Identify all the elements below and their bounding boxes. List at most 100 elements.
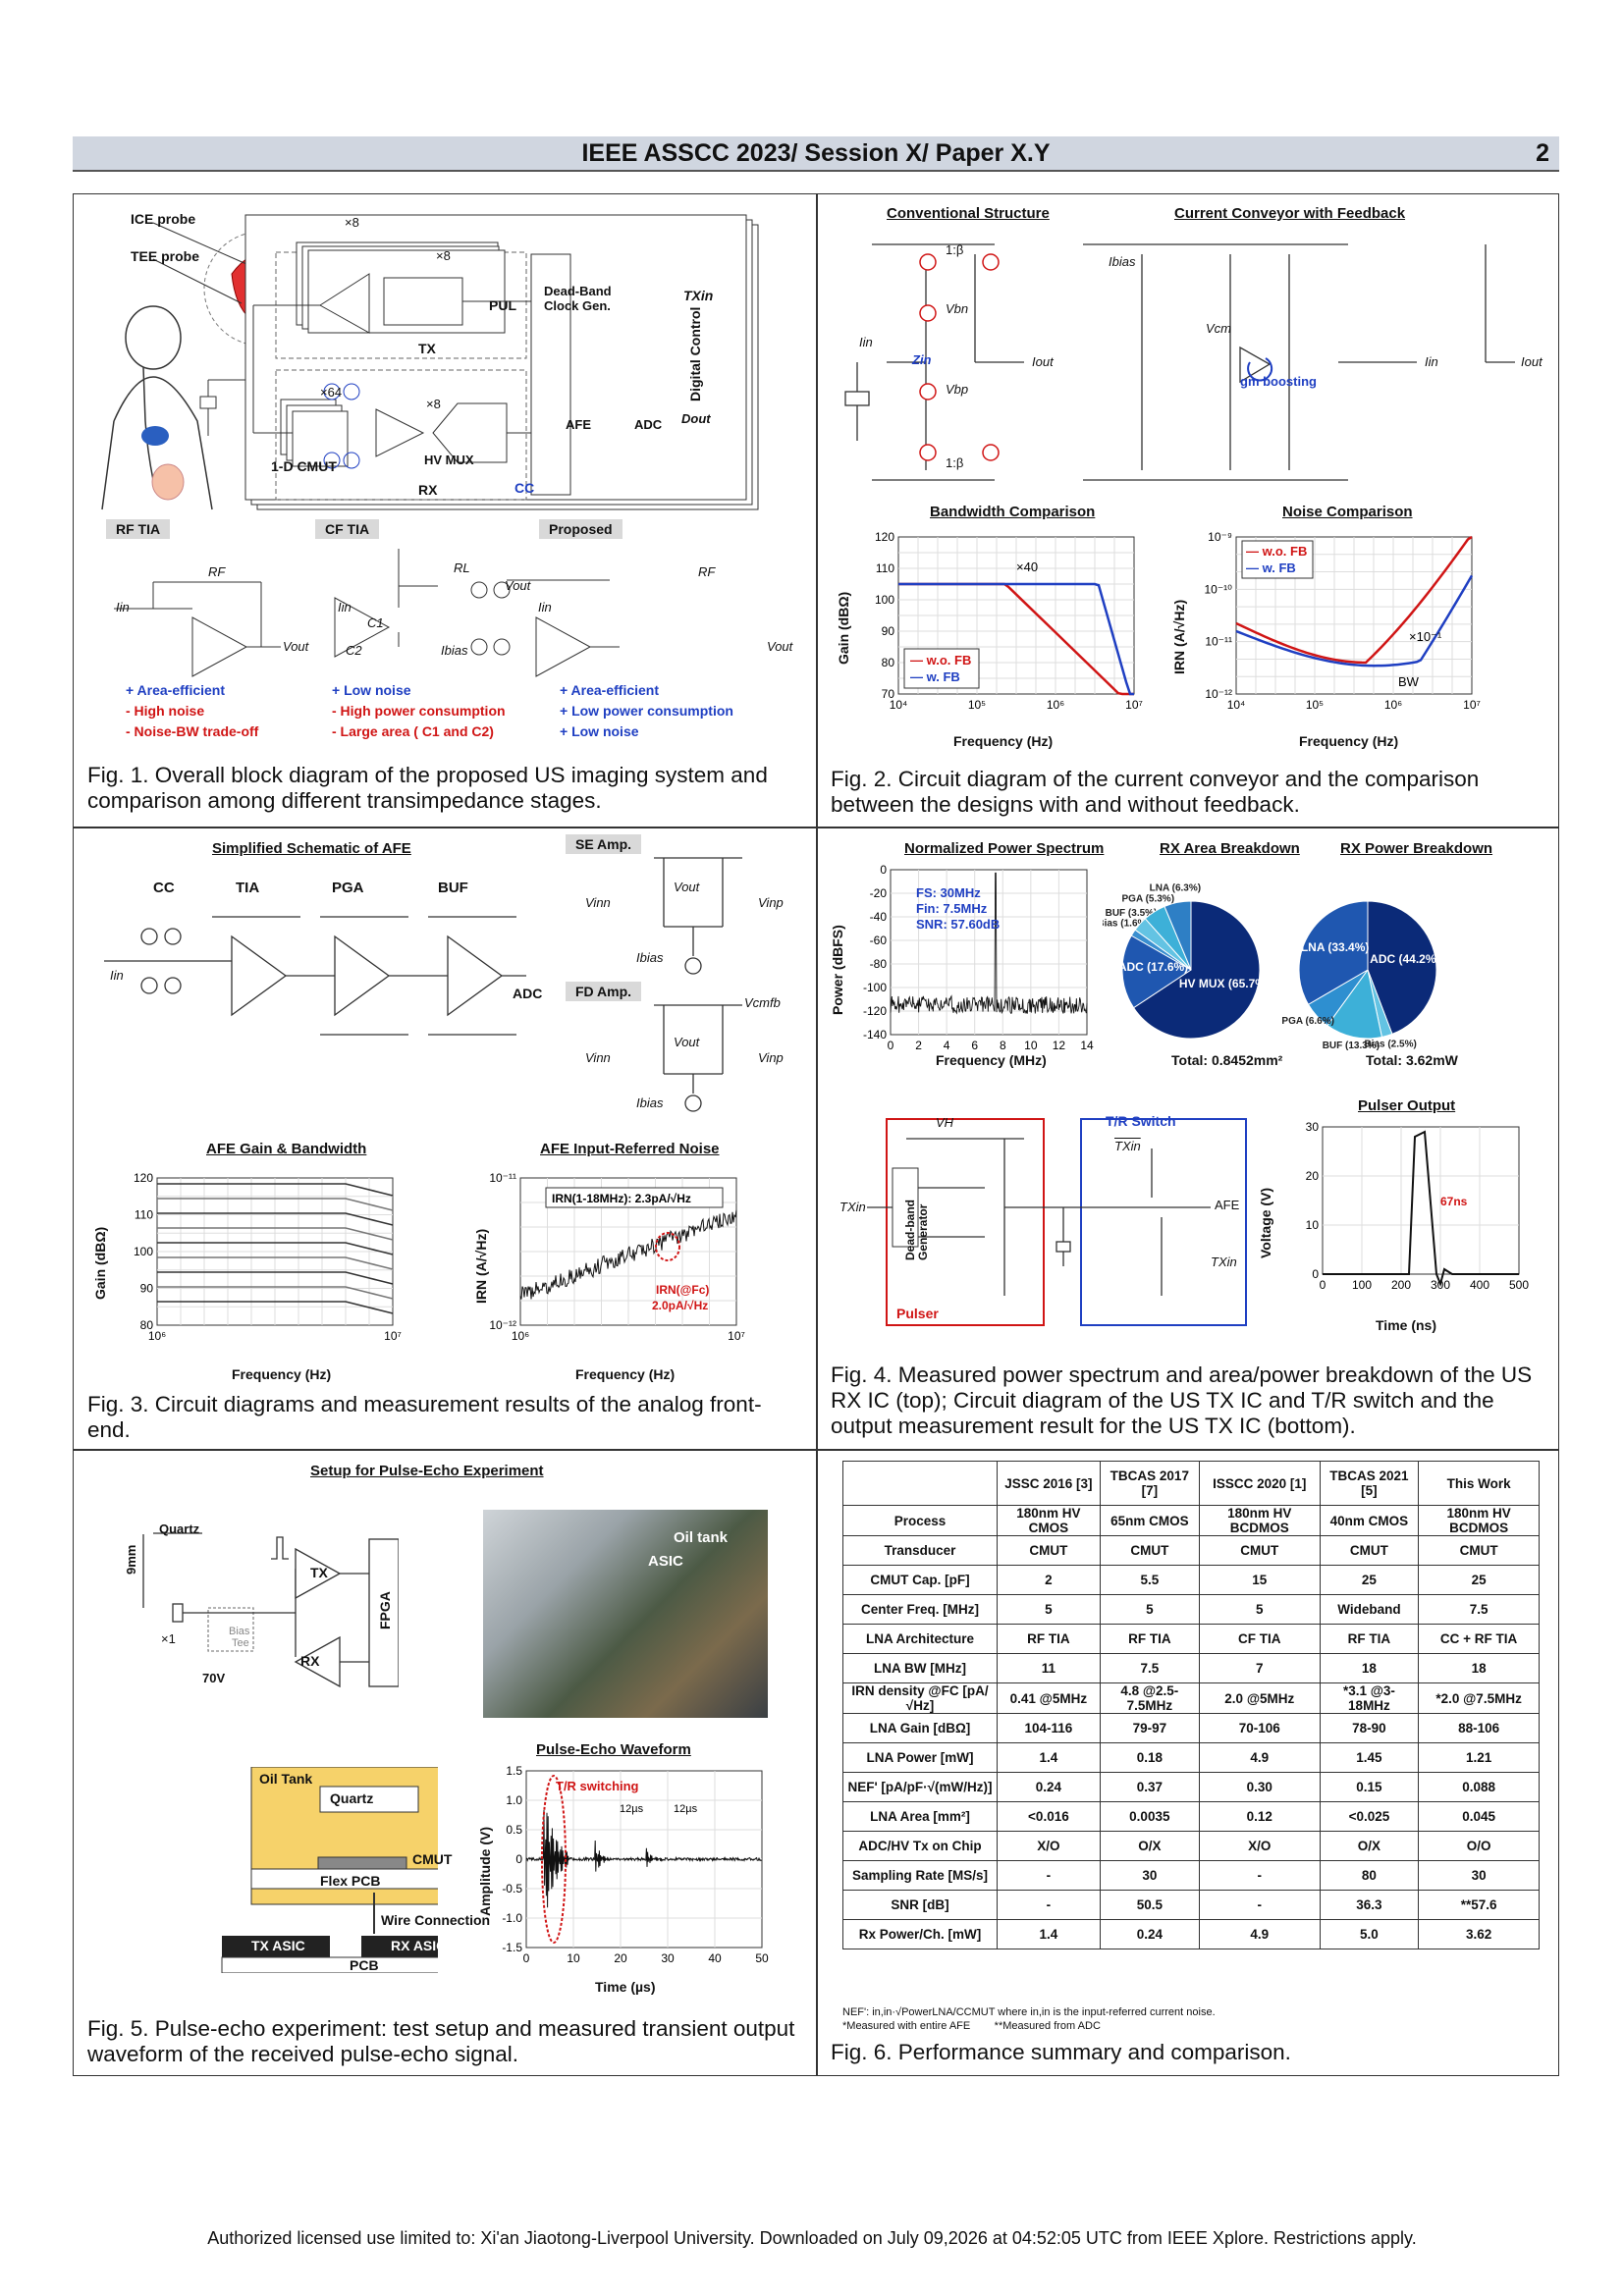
iout-label-2: Iout [1521,354,1543,369]
table-row: TransducerCMUTCMUTCMUTCMUTCMUT [843,1536,1540,1566]
table-cell: 2.0 @5MHz [1199,1683,1320,1714]
table-cell: 0.30 [1199,1773,1320,1802]
spec-ytick: -80 [870,957,888,971]
table-cell: Wideband [1320,1595,1419,1625]
area-title: RX Area Breakdown [1160,840,1300,857]
area-pie: HV MUX (65.7%)ADC (17.6%)Bias (1.6%)BUF … [1103,862,1279,1058]
gain-xtick: 10⁷ [384,1329,402,1343]
bw-xtick: 10⁷ [1125,698,1143,712]
afe-irn-chart: 10⁻¹¹10⁻¹²10⁶10⁷IRN(1-18MHz): 2.3pA/√HzI… [477,1162,762,1359]
adc-label: ADC [634,417,662,432]
afe-out-label: AFE [1215,1198,1239,1212]
table-cell: 4.9 [1199,1920,1320,1949]
fig3-caption: Fig. 3. Circuit diagrams and measurement… [87,1392,804,1443]
bw-xtick: 10⁴ [890,698,908,712]
cf-note-3: - Large area ( C1 and C2) [332,721,506,742]
irn-xtick: 10⁶ [512,1329,529,1343]
table-cell: 25 [1419,1566,1540,1595]
tx-label: TX [418,341,436,356]
table-cell: 1.4 [998,1920,1101,1949]
rx-label-5: RX [300,1653,319,1669]
irn-xlabel: Frequency (Hz) [575,1366,675,1382]
table-row-label: SNR [dB] [843,1891,998,1920]
proposed-tag: Proposed [539,519,623,539]
block-buf: BUF [438,880,468,896]
rf-note-1: + Area-efficient [126,680,258,701]
table-cell: 80 [1320,1861,1419,1891]
noise-annotation: ×10⁻¹ [1409,629,1442,644]
table-cell: 30 [1419,1861,1540,1891]
table-cell: 1.45 [1320,1743,1419,1773]
spec-ytick: -20 [870,886,888,900]
hvmux-label: HV MUX [424,453,474,467]
table-row: ADC/HV Tx on ChipX/OO/XX/OO/XO/O [843,1832,1540,1861]
table-cell: 0.37 [1100,1773,1199,1802]
wave-ytick: -1.5 [502,1941,522,1954]
table-cell: CMUT [998,1536,1101,1566]
table-cell: 5 [1100,1595,1199,1625]
area-label: PGA (5.3%) [1122,894,1175,905]
asic-photo-label: ASIC [648,1553,683,1570]
table-col-header: JSSC 2016 [3] [998,1462,1101,1506]
fig6-panel: JSSC 2016 [3]TBCAS 2017 [7]ISSCC 2020 [1… [818,1451,1558,2075]
table-row-label: LNA Architecture [843,1625,998,1654]
noise-ytick: 10⁻¹¹ [1205,635,1232,649]
table-cell: O/X [1100,1832,1199,1861]
table-cell: O/X [1320,1832,1419,1861]
table-cell: 11 [998,1654,1101,1683]
se-ibias: Ibias [636,950,663,965]
wave-ylabel: Amplitude (V) [477,1827,493,1916]
bw-chart: 12011010090807010⁴10⁵10⁶10⁷×40— w.o. FB—… [857,525,1152,731]
spec-ytick: -60 [870,934,888,947]
table-row-label: NEF' [pA/pF·√(mW/Hz)] [843,1773,998,1802]
table-row-label: Sampling Rate [MS/s] [843,1861,998,1891]
table-cell: 0.18 [1100,1743,1199,1773]
table-cell: 0.045 [1419,1802,1540,1832]
noise-ytick: 10⁻¹⁰ [1205,582,1233,596]
pulser-label: Pulser [896,1306,939,1321]
fig5-caption: Fig. 5. Pulse-echo experiment: test setu… [87,2016,804,2067]
fd-vcmfb: Vcmfb [744,995,781,1010]
table-cell: O/O [1419,1832,1540,1861]
footer: Authorized licensed use limited to: Xi'a… [0,2228,1624,2249]
fig2-caption: Fig. 2. Circuit diagram of the current c… [831,767,1547,818]
wave-annotation: T/R switching [556,1779,639,1793]
bw-legend-wfb: — w. FB [910,669,960,684]
iin-label: Iin [859,335,873,349]
table-cell: 104-116 [998,1714,1101,1743]
wave-xtick: 0 [523,1951,530,1965]
table-cell: 18 [1320,1654,1419,1683]
table-row-label: LNA Area [mm²] [843,1802,998,1832]
rl-symbol: RL [454,561,470,575]
pr-note-2: + Low power consumption [560,701,733,721]
bw-ytick: 120 [875,530,894,544]
noise-legend-wofb: — w.o. FB [1246,544,1307,559]
power-title: RX Power Breakdown [1340,840,1492,857]
bw-title: Bandwidth Comparison [930,504,1095,520]
pulser-output-chart: 3020100010020030040050067ns [1279,1117,1535,1313]
afe-gain-chart: 120110100908010⁶10⁷ [114,1162,408,1359]
proposed-notes: + Area-efficient + Low power consumption… [560,680,733,742]
70v-label: 70V [202,1671,225,1685]
table-cell: *2.0 @7.5MHz [1419,1683,1540,1714]
pulse-xtick: 0 [1320,1278,1326,1292]
spec-ylabel: Power (dBFS) [830,925,845,1015]
cc-label: CC [514,480,534,496]
power-pie: ADC (44.2%)Bias (2.5%)BUF (13.3%)PGA (6.… [1279,862,1456,1058]
txin-bar-label: TXin [1114,1139,1141,1153]
table-cell: <0.025 [1320,1802,1419,1832]
tee-probe-label: TEE probe [131,248,199,264]
table-row: CMUT Cap. [pF]25.5152525 [843,1566,1540,1595]
table-cell: 0.15 [1320,1773,1419,1802]
9mm-label: 9mm [124,1545,138,1575]
table-cell: X/O [998,1832,1101,1861]
table-corner [843,1462,998,1506]
power-label: PGA (6.6%) [1281,1016,1334,1027]
noise-bw-label: BW [1398,674,1420,689]
area-total: Total: 0.8452mm² [1171,1052,1282,1068]
table-cell: 5 [998,1595,1101,1625]
table-row: LNA BW [MHz]117.571818 [843,1654,1540,1683]
digital-control-label: Digital Control [687,307,703,401]
table-cell: 0.41 @5MHz [998,1683,1101,1714]
setup-schematic [75,1490,399,1706]
